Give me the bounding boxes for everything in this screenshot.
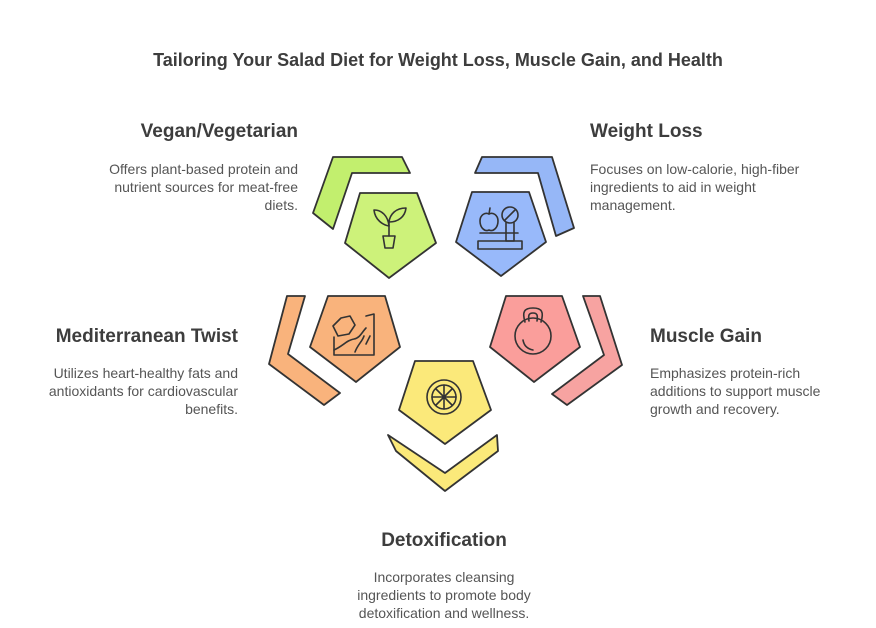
muscle-gain-description: Emphasizes protein-rich additions to sup… [650, 365, 821, 417]
muscle-gain-heading: Muscle Gain [650, 326, 762, 347]
weight-loss-pentagon [455, 191, 547, 277]
weight-loss-heading: Weight Loss [590, 121, 703, 142]
scale-apple-icon [477, 206, 523, 250]
kettlebell-icon [514, 307, 552, 355]
mediterranean-description: Utilizes heart-healthy fats and antioxid… [48, 365, 238, 417]
vegan-outer-segment [312, 156, 411, 230]
diagram-title: Tailoring Your Salad Diet for Weight Los… [153, 50, 723, 70]
vegan-heading: Vegan/Vegetarian [140, 121, 298, 142]
detox-outer-segment [387, 434, 499, 492]
citrus-slice-icon [426, 379, 462, 415]
detox-description: Incorporates cleansing ingredients to pr… [357, 569, 531, 621]
muscle-gain-outer-segment [551, 295, 623, 406]
muscle-gain-pentagon [489, 295, 581, 383]
landscape-icon [332, 313, 375, 356]
weight-loss-description: Focuses on low-calorie, high-fiber ingre… [590, 161, 800, 213]
detox-pentagon [398, 360, 492, 445]
mediterranean-heading: Mediterranean Twist [55, 326, 238, 347]
weight-loss-outer-segment [474, 156, 575, 237]
detox-heading: Detoxification [381, 530, 507, 551]
vegan-description: Offers plant-based protein and nutrient … [109, 161, 298, 213]
plant-icon [373, 207, 407, 249]
mediterranean-outer-segment [268, 295, 341, 406]
